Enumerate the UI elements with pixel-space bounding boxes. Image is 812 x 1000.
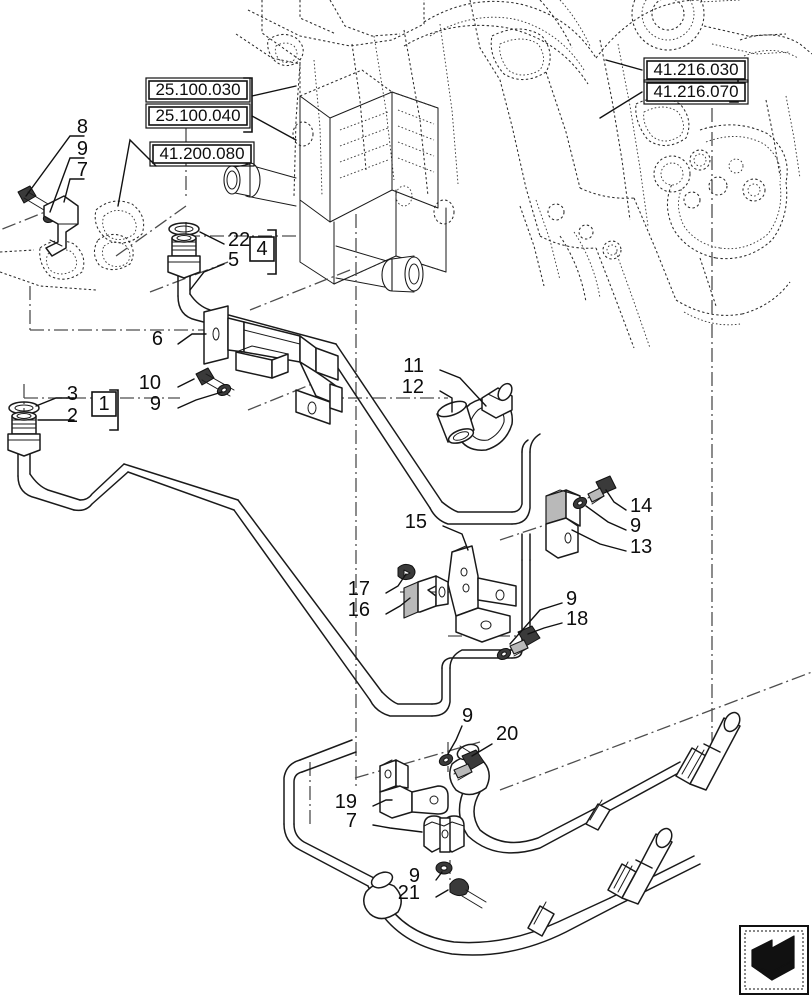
callout-14: 14: [630, 495, 652, 517]
center-lines: [0, 108, 812, 890]
callout-13: 13: [630, 536, 652, 558]
callout-15: 15: [405, 511, 427, 533]
callout-2: 2: [67, 405, 78, 427]
callout-5: 5: [228, 249, 239, 271]
clamp-7-bottom-assembly: [423, 815, 487, 909]
callout-9c: 9: [630, 515, 641, 537]
callout-16: 16: [348, 599, 370, 621]
hydraulic-hose-upper: [449, 711, 741, 854]
reference-label-41-200-080: 41.200.080: [159, 144, 244, 163]
group-box-1: 1: [91, 391, 117, 417]
callout-7b: 7: [346, 810, 357, 832]
reference-label-41-216-070: 41.216.070: [653, 82, 738, 101]
group-box-4-label: 4: [256, 238, 267, 260]
callout-20: 20: [496, 723, 518, 745]
callout-6: 6: [152, 328, 163, 350]
group-brackets: [109, 229, 277, 431]
callout-labels: 8 9 7 22 5 6 10 9 3 2 11 12 14 9 13 15 1…: [67, 116, 652, 904]
reference-label-25-100-030: 25.100.030: [155, 80, 240, 99]
hydraulic-hose-lower: [363, 827, 701, 956]
callout-12: 12: [402, 376, 424, 398]
callout-7a: 7: [77, 159, 88, 181]
reference-box-41-200-080: 41.200.080: [149, 141, 255, 167]
reference-box-41-216-030: 41.216.030: [643, 57, 749, 83]
reference-box-25-100-040: 25.100.040: [145, 103, 251, 129]
group-box-4: 4: [249, 236, 275, 262]
bracket-19-assembly: [379, 749, 485, 819]
reference-box-25-100-030: 25.100.030: [145, 77, 251, 103]
callout-3: 3: [67, 383, 78, 405]
callout-10: 10: [139, 372, 161, 394]
bracket-13-assembly: [545, 475, 617, 559]
callout-9d: 9: [566, 588, 577, 610]
ghost-transmission-housing: [0, 0, 812, 349]
callout-9b: 9: [150, 393, 161, 415]
callout-9a: 9: [77, 138, 88, 160]
callout-19: 19: [335, 791, 357, 813]
callout-leader-lines: [25, 135, 627, 898]
callout-17: 17: [348, 578, 370, 600]
reference-box-41-216-070: 41.216.070: [643, 79, 749, 105]
bracket-15-assembly: [397, 545, 517, 643]
reference-label-41-216-030: 41.216.030: [653, 60, 738, 79]
hydraulic-tube-lower: [17, 449, 513, 717]
callout-22: 22: [228, 229, 250, 251]
callout-18: 18: [566, 608, 588, 630]
reference-label-25-100-040: 25.100.040: [155, 106, 240, 125]
callout-9f: 9: [409, 865, 420, 887]
fitting-lower-assembly: [7, 401, 41, 457]
callout-11: 11: [403, 355, 424, 377]
clamp-11-sleeve-12: [436, 382, 514, 451]
fitting-upper-assembly: [167, 222, 201, 279]
callout-9e: 9: [462, 705, 473, 727]
bracket-6-assembly: [195, 305, 343, 425]
callout-8: 8: [77, 116, 88, 138]
orientation-indicator: [739, 925, 809, 995]
group-box-1-label: 1: [98, 393, 109, 415]
clamp-assembly-top-left: [17, 185, 79, 257]
callout-21: 21: [398, 882, 420, 904]
